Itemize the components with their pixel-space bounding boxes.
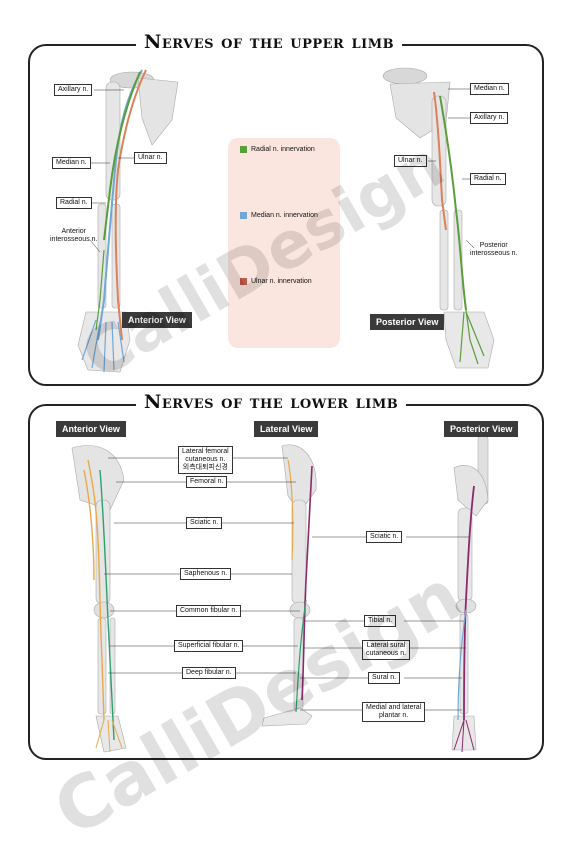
label-sciatic-right: Sciatic n. — [366, 531, 403, 544]
label-femoral: Femoral n. — [186, 476, 228, 489]
median-swatch — [240, 212, 247, 219]
label-superficial-fibular: Superficial fibular n. — [174, 640, 244, 653]
lower-lateral-view-tag: Lateral View — [254, 421, 319, 437]
legend-median: Median n. innervation — [240, 212, 318, 219]
label-anterior-interosseous: Anterior interosseous n. — [50, 228, 98, 244]
label-sciatic-left: Sciatic n. — [186, 517, 223, 530]
label-sural: Sural n. — [368, 672, 401, 685]
lower-posterior-skeleton — [451, 435, 489, 751]
label-axillary-posterior: Axillary n. — [470, 112, 509, 125]
upper-posterior-skeleton — [382, 67, 495, 369]
label-plantar: Medial and lateral plantar n. — [362, 702, 426, 723]
upper-anterior-nerves — [81, 69, 147, 373]
label-saphenous: Saphenous n. — [180, 568, 232, 581]
upper-posterior-view-tag: Posterior View — [370, 314, 445, 330]
label-deep-fibular: Deep fibular n. — [182, 667, 236, 680]
lower-anterior-view-tag: Anterior View — [56, 421, 126, 437]
lower-lateral-skeleton — [261, 444, 317, 727]
ulnar-swatch — [240, 278, 247, 285]
label-radial-posterior: Radial n. — [470, 173, 506, 186]
lower-limb-title: Nerves of the lower limb — [136, 391, 407, 413]
label-axillary-anterior: Axillary n. — [54, 84, 93, 97]
innervation-legend — [228, 138, 340, 348]
label-posterior-interosseous: Posterior interosseous n. — [470, 242, 518, 258]
upper-anterior-view-tag: Anterior View — [122, 312, 192, 328]
legend-ulnar-label: Ulnar n. innervation — [251, 278, 312, 285]
label-common-fibular: Common fibular n. — [176, 605, 242, 618]
legend-median-label: Median n. innervation — [251, 212, 318, 219]
lower-lateral-nerves — [287, 459, 313, 713]
label-ulnar-anterior: Ulnar n. — [134, 152, 167, 165]
leader-lines — [89, 88, 475, 711]
label-median-posterior: Median n. — [470, 83, 509, 96]
lower-anterior-skeleton — [71, 445, 127, 753]
label-lateral-sural-cutaneous: Lateral sural cutaneous n. — [362, 640, 411, 661]
legend-ulnar: Ulnar n. innervation — [240, 278, 312, 285]
label-median-anterior: Median n. — [52, 157, 91, 170]
label-tibial: Tibial n. — [364, 615, 397, 628]
upper-anterior-skeleton — [77, 71, 179, 373]
anatomy-illustrations — [71, 67, 495, 753]
label-radial-anterior: Radial n. — [56, 197, 92, 210]
upper-limb-title: Nerves of the upper limb — [136, 31, 403, 53]
upper-posterior-nerves — [433, 91, 485, 365]
label-ulnar-posterior: Ulnar n. — [394, 155, 427, 168]
legend-radial-label: Radial n. innervation — [251, 146, 315, 153]
lower-posterior-view-tag: Posterior View — [444, 421, 519, 437]
lower-anterior-nerves — [83, 459, 123, 753]
legend-radial: Radial n. innervation — [240, 146, 315, 153]
radial-swatch — [240, 146, 247, 153]
label-lateral-femoral-cutaneous: Lateral femoral cutaneous n. 외측대퇴피신경 — [178, 446, 233, 475]
